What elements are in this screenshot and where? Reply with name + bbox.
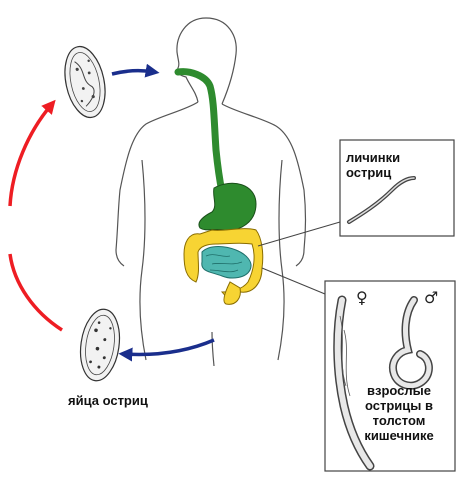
- arrow-red-lower: [8, 253, 63, 332]
- arrow-intestine-to-eggs: [118, 338, 215, 362]
- male-worm-illustration: [389, 296, 433, 390]
- male-symbol: ♂: [424, 288, 438, 307]
- connector-adults: [261, 267, 326, 295]
- adults-box: ♀ ♂: [324, 280, 456, 472]
- small-intestine: [201, 246, 252, 279]
- adults-label: взрослые острицы в толстом кишечнике: [364, 383, 434, 443]
- larvae-label: личинки остриц: [346, 150, 401, 180]
- cycle-arrows: [8, 63, 215, 362]
- connector-larvae: [257, 221, 341, 247]
- arrow-red-upper: [8, 99, 56, 207]
- colon: [183, 228, 264, 305]
- egg-top-illustration: [64, 45, 106, 119]
- egg-bottom-illustration: [79, 308, 121, 382]
- female-worm-illustration: [333, 295, 375, 471]
- esophagus-stomach: [174, 68, 257, 231]
- female-symbol: ♀: [356, 288, 368, 307]
- human-body-outline: [115, 17, 307, 367]
- eggs-label: яйца остриц: [68, 393, 148, 408]
- larvae-box: [339, 139, 455, 237]
- arrow-egg-to-mouth: [111, 63, 160, 78]
